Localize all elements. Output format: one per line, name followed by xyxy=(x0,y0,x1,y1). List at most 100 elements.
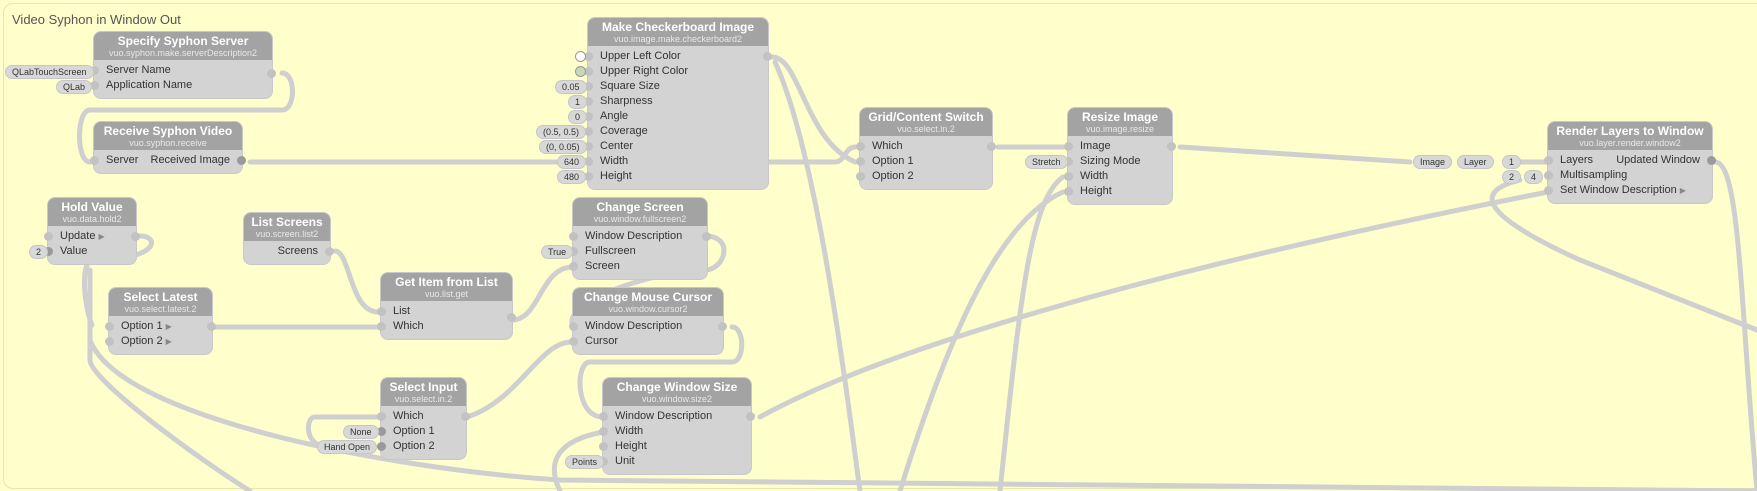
input-port[interactable] xyxy=(569,262,578,271)
input-port[interactable] xyxy=(584,157,593,166)
input-port[interactable] xyxy=(1544,156,1553,165)
port-option-1[interactable]: Option 1▶ xyxy=(105,319,216,334)
output-port[interactable] xyxy=(1707,156,1716,165)
port-window-description[interactable]: Window Description xyxy=(599,409,755,424)
input-port[interactable] xyxy=(599,412,608,421)
output-port[interactable] xyxy=(718,322,727,331)
input-port[interactable] xyxy=(1544,171,1553,180)
port-width[interactable]: Width xyxy=(584,154,768,169)
output-port[interactable] xyxy=(325,247,334,256)
input-port[interactable] xyxy=(569,337,578,346)
port-square-size[interactable]: Square Size xyxy=(584,79,768,94)
port-option-2[interactable]: Option 2 xyxy=(377,439,466,454)
const-sizing-mode[interactable]: Stretch xyxy=(1026,156,1067,168)
input-port[interactable] xyxy=(377,322,386,331)
input-port[interactable] xyxy=(1064,187,1073,196)
port-which[interactable]: Which xyxy=(377,409,470,424)
cable-screens-to-list[interactable] xyxy=(332,248,381,315)
output-port[interactable] xyxy=(702,232,711,241)
const-coverage[interactable]: (0.5, 0.5) xyxy=(537,126,586,138)
port-width[interactable]: Width xyxy=(1064,169,1172,184)
output-port[interactable] xyxy=(987,142,996,151)
input-port[interactable] xyxy=(90,66,99,75)
cable-window-to-height[interactable] xyxy=(897,189,1066,491)
input-port[interactable] xyxy=(377,427,386,436)
input-port[interactable] xyxy=(377,307,386,316)
cable-cursor-window[interactable] xyxy=(577,324,745,420)
port-screen[interactable]: Screen xyxy=(569,259,707,274)
port-coverage[interactable]: Coverage xyxy=(584,124,768,139)
upper-left-color-swatch[interactable] xyxy=(575,51,586,62)
cable-size-lower[interactable] xyxy=(551,429,606,491)
upper-right-color-swatch[interactable] xyxy=(575,66,586,77)
port-sizing-mode[interactable]: Sizing Mode xyxy=(1064,154,1172,169)
output-port[interactable] xyxy=(746,412,755,421)
cable-window-set-desc[interactable] xyxy=(757,189,1551,420)
port-option-2[interactable]: Option 2▶ xyxy=(105,334,212,349)
port-window-description[interactable]: Window Description xyxy=(569,319,727,334)
input-port[interactable] xyxy=(584,142,593,151)
cable-server-description[interactable] xyxy=(77,70,295,165)
cable-render-lower[interactable] xyxy=(1489,177,1757,333)
input-port[interactable] xyxy=(105,337,114,346)
port-application-name[interactable]: Application Name xyxy=(90,78,272,93)
input-port[interactable] xyxy=(90,81,99,90)
const-select-option-2[interactable]: Hand Open xyxy=(318,441,377,453)
const-fullscreen[interactable]: True xyxy=(542,246,573,258)
port-image[interactable]: Image xyxy=(1064,139,1176,154)
const-sharpness[interactable]: 1 xyxy=(569,96,587,108)
input-port[interactable] xyxy=(584,172,593,181)
input-port[interactable] xyxy=(1064,157,1073,166)
port-upper-right-color[interactable]: Upper Right Color xyxy=(584,64,768,79)
port-unit[interactable]: Unit xyxy=(599,454,751,469)
port-value[interactable]: Value xyxy=(44,244,136,259)
input-port[interactable] xyxy=(377,412,386,421)
cable-resize-to-layer[interactable] xyxy=(1177,144,1413,165)
port-set-window-description[interactable]: Set Window Description▶ xyxy=(1544,183,1712,198)
input-port[interactable] xyxy=(599,427,608,436)
port-cursor[interactable]: Cursor xyxy=(569,334,723,349)
port-option-2[interactable]: Option 2 xyxy=(856,169,992,184)
input-port[interactable] xyxy=(584,112,593,121)
cable-item-to-screen[interactable] xyxy=(509,264,576,323)
input-port[interactable] xyxy=(584,67,593,76)
cable-window-to-width[interactable] xyxy=(997,174,1066,491)
const-multisampling[interactable]: 4 xyxy=(1525,171,1543,183)
input-port[interactable] xyxy=(856,142,865,151)
port-which[interactable]: Which xyxy=(377,319,512,334)
port-fullscreen[interactable]: Fullscreen xyxy=(569,244,707,259)
const-application-name[interactable]: QLab xyxy=(57,81,92,93)
output-port[interactable] xyxy=(461,412,470,421)
port-center[interactable]: Center xyxy=(584,139,768,154)
port-angle[interactable]: Angle xyxy=(584,109,768,124)
output-port[interactable] xyxy=(267,69,276,78)
port-list[interactable]: List xyxy=(377,304,516,322)
const-hold-value[interactable]: 2 xyxy=(30,246,48,258)
port-height[interactable]: Height xyxy=(584,169,768,184)
input-port[interactable] xyxy=(856,157,865,166)
const-layer-port-1[interactable]: 1 xyxy=(1503,156,1521,168)
output-port[interactable] xyxy=(1167,142,1176,151)
cable-render-window-out[interactable] xyxy=(1712,159,1757,491)
input-port[interactable] xyxy=(90,156,99,165)
port-option-1[interactable]: Option 1 xyxy=(377,424,466,439)
input-port[interactable] xyxy=(856,172,865,181)
cable-checkerboard-out[interactable] xyxy=(769,54,858,165)
port-upper-left-color[interactable]: Upper Left Color xyxy=(584,49,772,64)
const-select-option-1[interactable]: None xyxy=(344,426,378,438)
port-multisampling[interactable]: Multisampling xyxy=(1544,168,1712,183)
cable-hold-down[interactable] xyxy=(87,267,253,491)
input-port[interactable] xyxy=(569,247,578,256)
cable-bottom-long[interactable] xyxy=(87,337,1757,491)
input-port[interactable] xyxy=(1544,186,1553,195)
const-height[interactable]: 480 xyxy=(558,171,586,183)
const-square-size[interactable]: 0.05 xyxy=(556,81,586,93)
